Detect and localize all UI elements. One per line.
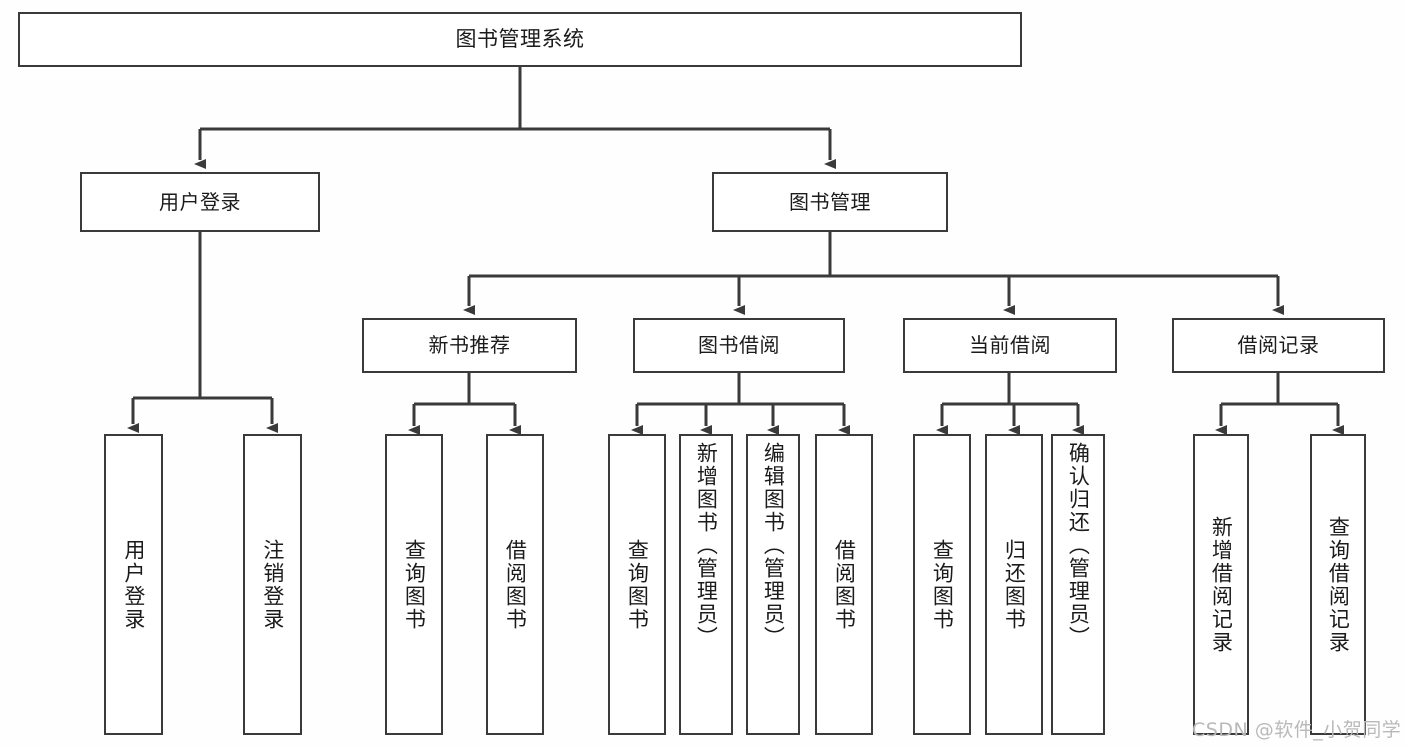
leaf-query-record-label: 查询借阅记录	[1326, 515, 1351, 654]
leaf-add-record[interactable]: 新增借阅记录	[1193, 434, 1249, 735]
node-book-borrow-label: 图书借阅	[698, 333, 780, 357]
leaf-logout[interactable]: 注销登录	[243, 434, 302, 735]
leaf-query-book-1-label: 查询图书	[402, 538, 427, 631]
leaf-query-book-3-label: 查询图书	[930, 538, 955, 631]
csdn-watermark: CSDN @软件_小贺同学	[1192, 719, 1402, 741]
leaf-query-book-3[interactable]: 查询图书	[913, 434, 971, 735]
leaf-query-book-2-label: 查询图书	[625, 538, 650, 631]
node-user-login[interactable]: 用户登录	[80, 172, 320, 232]
leaf-borrow-book-1-label: 借阅图书	[503, 538, 528, 631]
leaf-logout-label: 注销登录	[260, 538, 285, 631]
leaf-edit-book[interactable]: 编辑图书（管理员）	[746, 434, 800, 735]
leaf-borrow-book-2-label: 借阅图书	[832, 538, 857, 631]
leaf-confirm-return-label: 确认归还（管理员）	[1066, 442, 1091, 649]
node-borrow-record[interactable]: 借阅记录	[1172, 318, 1385, 373]
node-root-label: 图书管理系统	[455, 27, 585, 52]
leaf-query-book-1[interactable]: 查询图书	[385, 434, 443, 735]
node-current-borrow-label: 当前借阅	[969, 333, 1051, 357]
leaf-add-book[interactable]: 新增图书（管理员）	[679, 434, 733, 735]
node-user-login-label: 用户登录	[159, 189, 241, 214]
node-book-manage-label: 图书管理	[789, 189, 871, 214]
leaf-add-record-label: 新增借阅记录	[1209, 515, 1234, 654]
leaf-add-book-label: 新增图书（管理员）	[694, 442, 719, 649]
node-new-book-rec[interactable]: 新书推荐	[362, 318, 577, 373]
leaf-return-book-label: 归还图书	[1002, 538, 1027, 631]
leaf-query-book-2[interactable]: 查询图书	[608, 434, 666, 735]
leaf-query-record[interactable]: 查询借阅记录	[1310, 434, 1366, 735]
leaf-confirm-return[interactable]: 确认归还（管理员）	[1051, 434, 1105, 735]
leaf-borrow-book-2[interactable]: 借阅图书	[815, 434, 873, 735]
node-borrow-record-label: 借阅记录	[1237, 333, 1320, 357]
leaf-return-book[interactable]: 归还图书	[985, 434, 1043, 735]
node-book-manage[interactable]: 图书管理	[712, 172, 948, 232]
leaf-user-login-label: 用户登录	[121, 538, 146, 631]
node-current-borrow[interactable]: 当前借阅	[903, 318, 1117, 373]
leaf-edit-book-label: 编辑图书（管理员）	[761, 442, 786, 649]
node-book-borrow[interactable]: 图书借阅	[633, 318, 845, 373]
leaf-user-login[interactable]: 用户登录	[104, 434, 163, 735]
node-new-book-rec-label: 新书推荐	[428, 333, 511, 357]
leaf-borrow-book-1[interactable]: 借阅图书	[486, 434, 544, 735]
node-root[interactable]: 图书管理系统	[18, 12, 1022, 67]
